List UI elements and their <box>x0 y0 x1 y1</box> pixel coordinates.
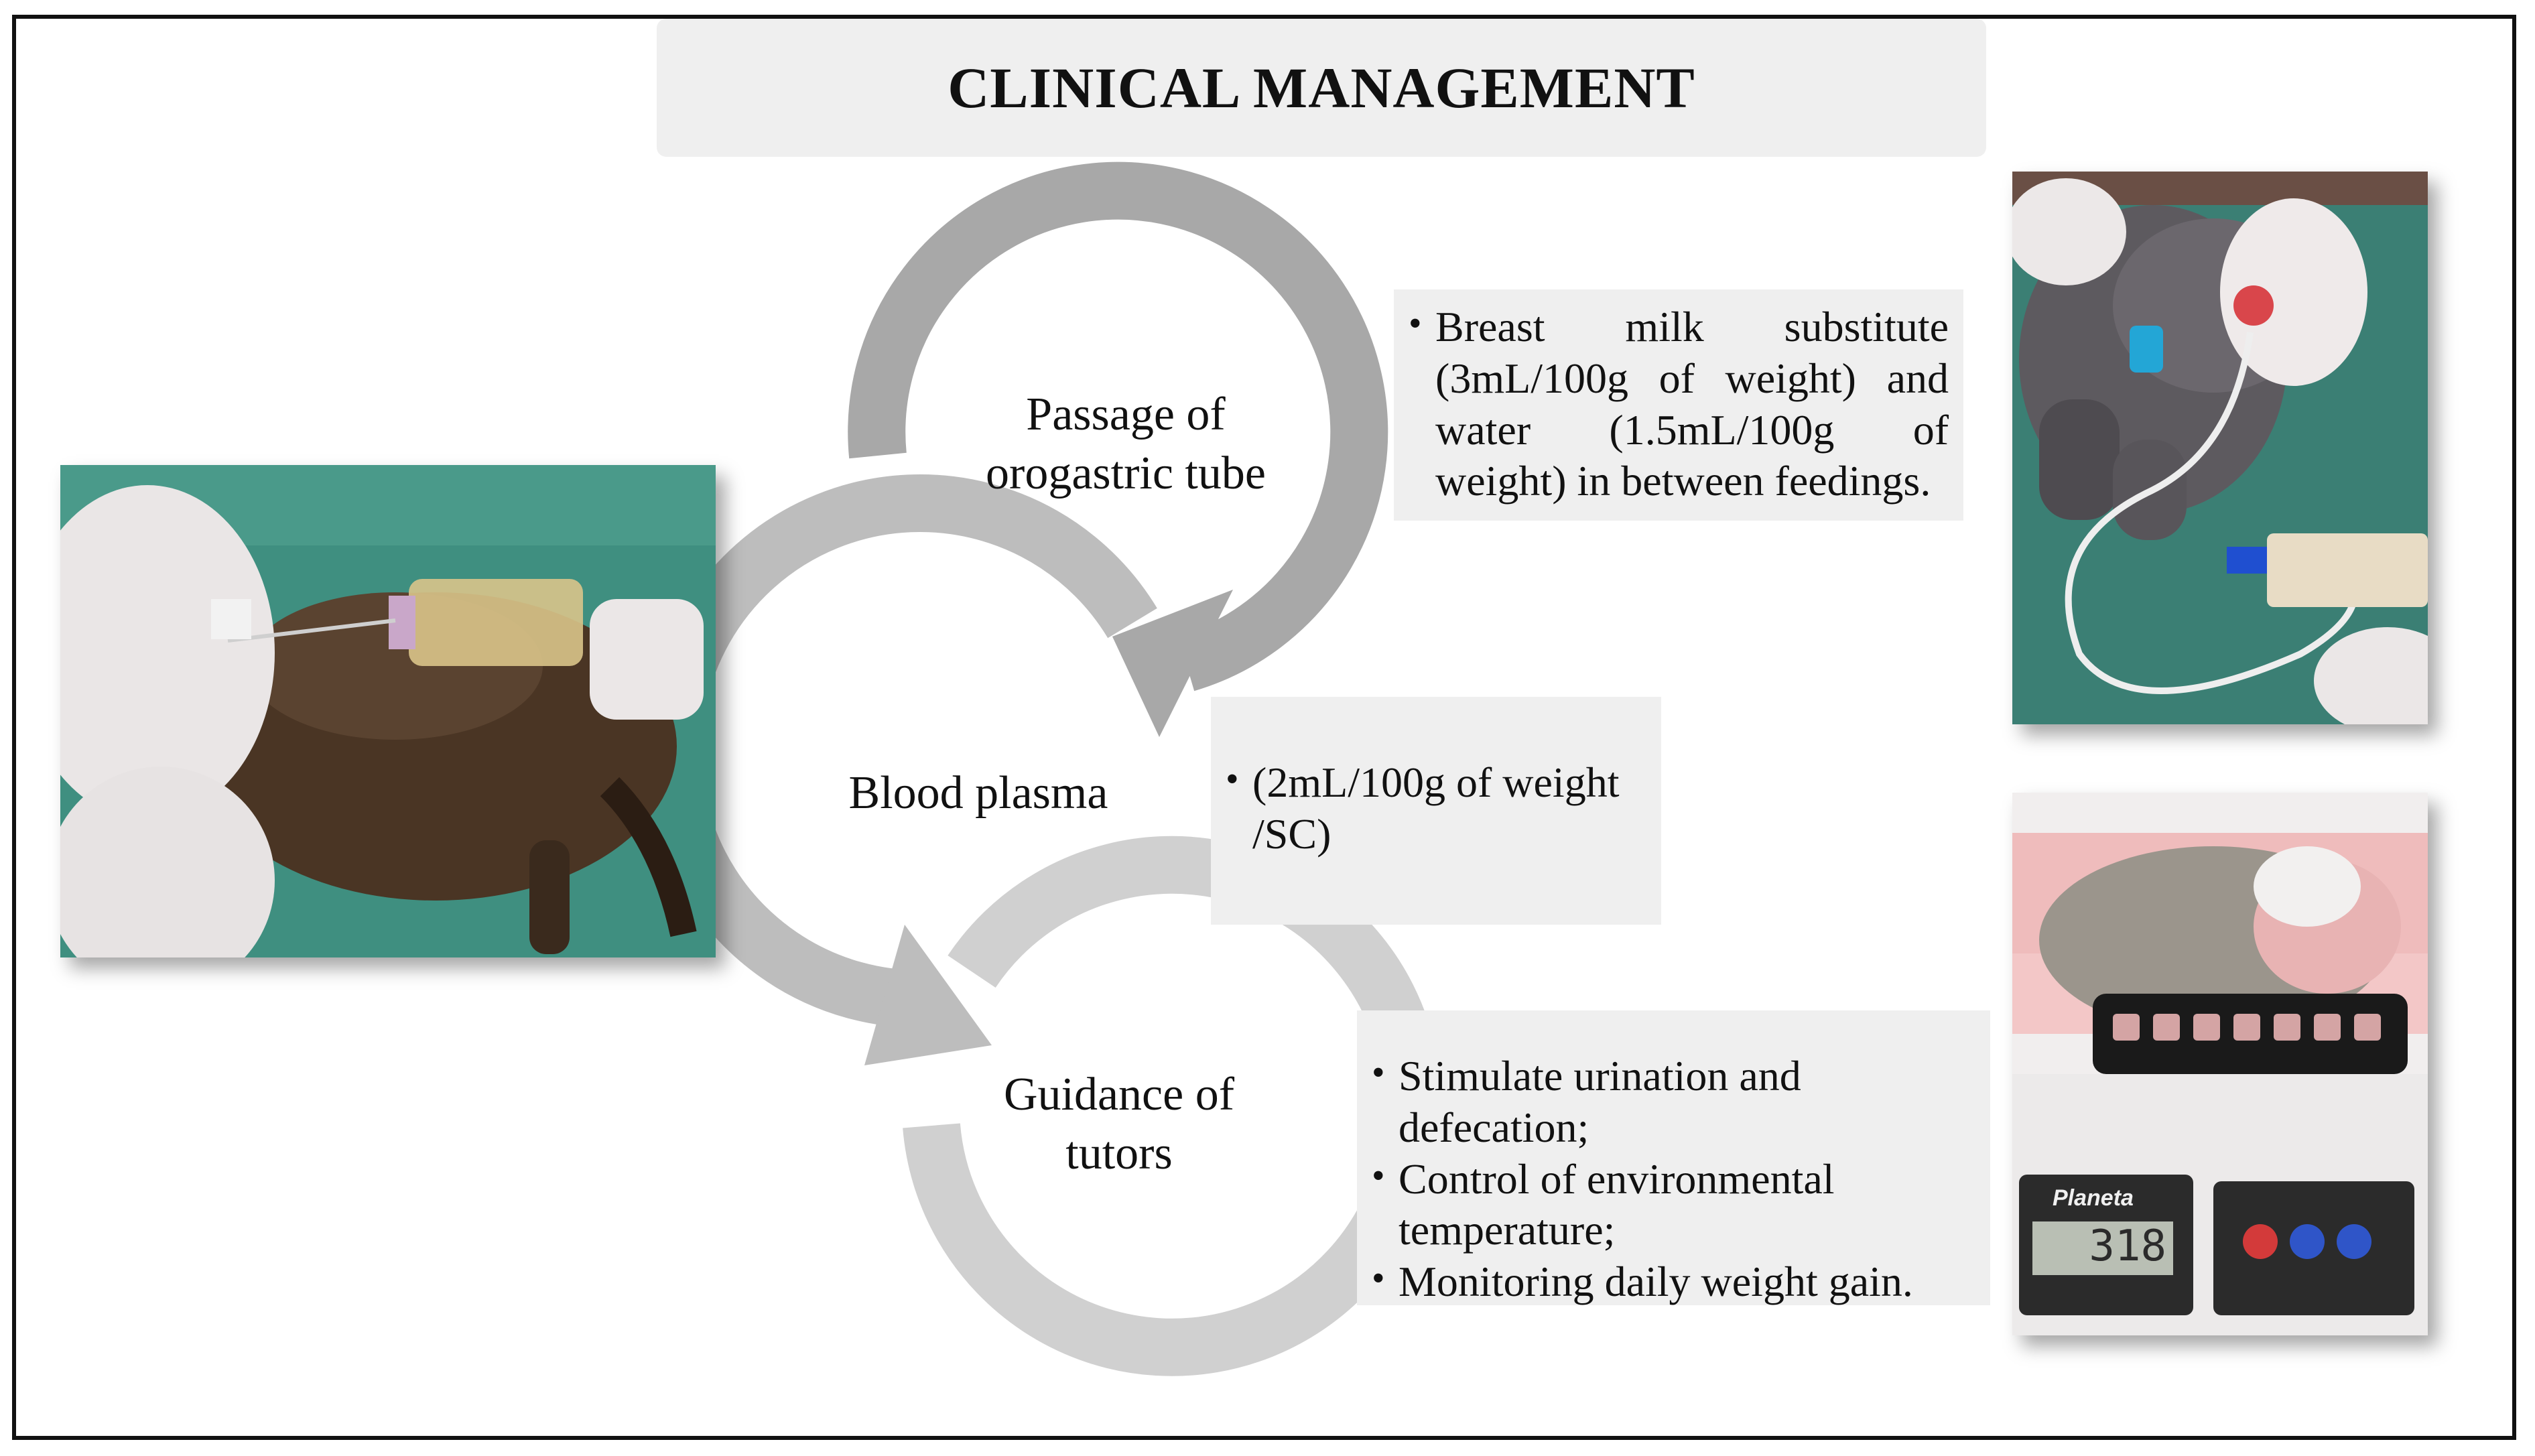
step-label-tutors: Guidance of tutors <box>1003 1069 1235 1179</box>
cycle-arrowhead-2 <box>864 925 992 1065</box>
info-box-plasma: (2mL/100g of weight /SC) <box>1211 697 1661 925</box>
info-item: (2mL/100g of weight /SC) <box>1226 757 1646 860</box>
step-label-plasma: Blood plasma <box>848 767 1108 819</box>
photo-orogastric-tube <box>2012 172 2428 724</box>
info-item: Stimulate urination and defecation; <box>1372 1051 1975 1154</box>
figure-frame <box>12 15 2516 1440</box>
info-item: Monitoring daily weight gain. <box>1372 1256 1975 1308</box>
cycle-arrow-1 <box>848 161 1388 691</box>
cycle-arrowhead-1 <box>1112 590 1233 737</box>
photo-plasma-injection <box>60 465 716 957</box>
cycle-arrow-2 <box>643 474 1157 1028</box>
info-box-orogastric: Breast milk substitute (3mL/100g of weig… <box>1394 289 1963 521</box>
scale-brand-label: Planeta <box>2053 1185 2134 1211</box>
info-item: Breast milk substitute (3mL/100g of weig… <box>1409 302 1949 507</box>
info-box-tutors: Stimulate urination and defecation; Cont… <box>1357 1010 1990 1305</box>
title-banner: CLINICAL MANAGEMENT <box>657 19 1986 157</box>
step-label-orogastric: Passage of orogastric tube <box>986 389 1266 499</box>
info-item: Control of environmental temperature; <box>1372 1154 1975 1257</box>
scale-display-value: 318 <box>2089 1221 2166 1271</box>
photo-weighing-scale: Planeta 318 <box>2012 793 2428 1335</box>
page-title: CLINICAL MANAGEMENT <box>948 56 1695 120</box>
